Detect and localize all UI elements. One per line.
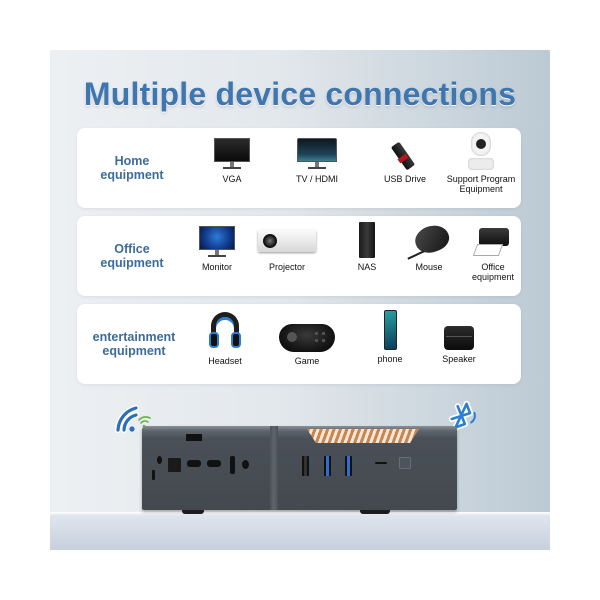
device-label: USB Drive bbox=[383, 174, 426, 184]
tf-card-slot bbox=[375, 462, 387, 464]
security-camera-icon bbox=[468, 132, 494, 170]
banner-title: Multiple device connections bbox=[83, 76, 517, 112]
shelf-surface bbox=[50, 512, 550, 550]
device-label: NAS bbox=[357, 262, 377, 272]
category-label: entertainment equipment bbox=[92, 330, 176, 358]
device-item-usb-drive: USB Drive bbox=[365, 128, 445, 208]
device-label: VGA bbox=[222, 174, 242, 184]
device-item-game: Game bbox=[267, 304, 347, 384]
device-label: Projector bbox=[268, 262, 305, 272]
headset-icon bbox=[209, 312, 241, 352]
bluetooth-icon bbox=[448, 400, 476, 431]
nas-tower-icon bbox=[359, 222, 375, 258]
device-foot bbox=[360, 510, 390, 514]
category-card-entertainment: entertainment equipment Headset Game pho… bbox=[77, 304, 521, 384]
device-label: Game bbox=[294, 356, 320, 366]
dc-port bbox=[152, 470, 155, 480]
usb-drive-icon bbox=[390, 140, 418, 171]
projector-icon bbox=[258, 230, 316, 254]
device-label: Headset bbox=[208, 356, 242, 366]
device-item-nas: NAS bbox=[327, 216, 407, 296]
device-item-vga: VGA bbox=[192, 128, 272, 208]
category-card-office: Office equipment Monitor Projector NAS M… bbox=[77, 216, 521, 296]
hdmi-port-2 bbox=[207, 460, 221, 467]
device-item-speaker: Speaker bbox=[419, 304, 499, 384]
device-item-mouse: Mouse bbox=[389, 216, 469, 296]
usb3-port-1 bbox=[324, 456, 331, 476]
monitor-icon bbox=[214, 136, 250, 170]
device-item-support-program: Support Program Equipment bbox=[441, 128, 521, 208]
usb3-port-2 bbox=[345, 456, 352, 476]
power-switch bbox=[186, 434, 202, 441]
mouse-icon bbox=[407, 220, 453, 260]
printer-icon bbox=[472, 224, 511, 258]
audio-port bbox=[157, 456, 162, 464]
usb2-port bbox=[302, 456, 309, 476]
device-label: Office equipment bbox=[471, 262, 515, 282]
product-banner: Multiple device connections Home equipme… bbox=[50, 50, 550, 550]
device-item-projector: Projector bbox=[247, 216, 327, 296]
mini-pc-device bbox=[142, 426, 457, 510]
device-label: phone bbox=[377, 354, 403, 364]
usb-c-port bbox=[230, 456, 235, 474]
device-item-office-printer: Office equipment bbox=[453, 216, 533, 296]
gamepad-icon bbox=[279, 324, 335, 352]
device-label: Speaker bbox=[442, 354, 476, 364]
lan-port bbox=[168, 458, 181, 472]
device-label: Mouse bbox=[415, 262, 443, 272]
power-button bbox=[399, 457, 411, 469]
hdmi-port-1 bbox=[187, 460, 201, 467]
category-card-home: Home equipment VGA TV / HDMI USB Drive S… bbox=[77, 128, 521, 208]
category-label: Home equipment bbox=[100, 154, 164, 182]
speaker-icon bbox=[444, 326, 474, 350]
device-item-monitor: Monitor bbox=[177, 216, 257, 296]
tv-icon bbox=[297, 136, 337, 170]
device-label: Support Program Equipment bbox=[446, 174, 516, 194]
smartphone-icon bbox=[383, 310, 397, 350]
device-item-tv-hdmi: TV / HDMI bbox=[277, 128, 357, 208]
device-foot bbox=[182, 510, 204, 514]
device-label: Monitor bbox=[201, 262, 232, 272]
device-label: TV / HDMI bbox=[296, 174, 338, 184]
audio-jack bbox=[242, 460, 249, 469]
category-label: Office equipment bbox=[100, 242, 164, 270]
copper-vent bbox=[307, 429, 419, 443]
device-item-phone: phone bbox=[350, 304, 430, 384]
device-item-headset: Headset bbox=[185, 304, 265, 384]
monitor-icon bbox=[199, 224, 235, 258]
